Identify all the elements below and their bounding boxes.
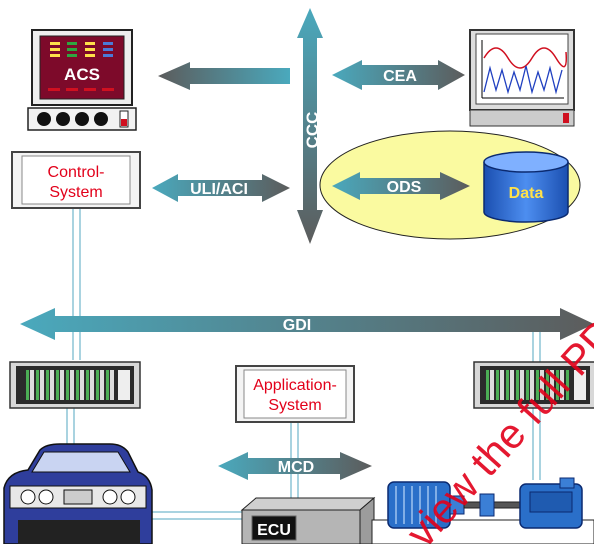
data-cylinder-icon: Data <box>483 151 569 223</box>
ecu-label: ECU <box>257 522 291 539</box>
ecu-box-icon: ECU <box>240 496 376 544</box>
car-icon <box>3 443 153 544</box>
data-label: Data <box>509 185 544 202</box>
gdi-label: GDI <box>283 317 311 334</box>
ods-label: ODS <box>387 179 422 196</box>
uli-aci-label: ULI/ACI <box>190 181 248 198</box>
control-system-line2: System <box>49 184 102 201</box>
gdi-arrow: GDI <box>20 308 594 340</box>
application-system-line2: System <box>268 397 321 414</box>
rack-left-icon <box>9 361 141 409</box>
cea-arrow: CEA <box>332 60 465 90</box>
mcd-arrow: MCD <box>218 452 372 480</box>
ccc-label: CCC <box>303 112 322 149</box>
acs-arrow <box>158 62 290 90</box>
control-system-box: Control- System <box>11 151 141 209</box>
control-system-line1: Control- <box>48 164 105 181</box>
mcd-label: MCD <box>278 459 314 476</box>
ccc-arrow: CCC <box>297 8 323 244</box>
cea-label: CEA <box>383 68 417 85</box>
application-system-box: Application- System <box>235 365 355 423</box>
rack-right-icon <box>473 361 594 409</box>
acs-monitor-icon: ACS <box>27 29 137 131</box>
acs-label: ACS <box>64 65 100 84</box>
uli-aci-arrow: ULI/ACI <box>152 174 290 202</box>
cea-monitor-icon <box>469 29 575 127</box>
application-system-line1: Application- <box>253 377 337 394</box>
ods-arrow: ODS <box>332 172 470 200</box>
test-bench-icon <box>371 477 594 544</box>
